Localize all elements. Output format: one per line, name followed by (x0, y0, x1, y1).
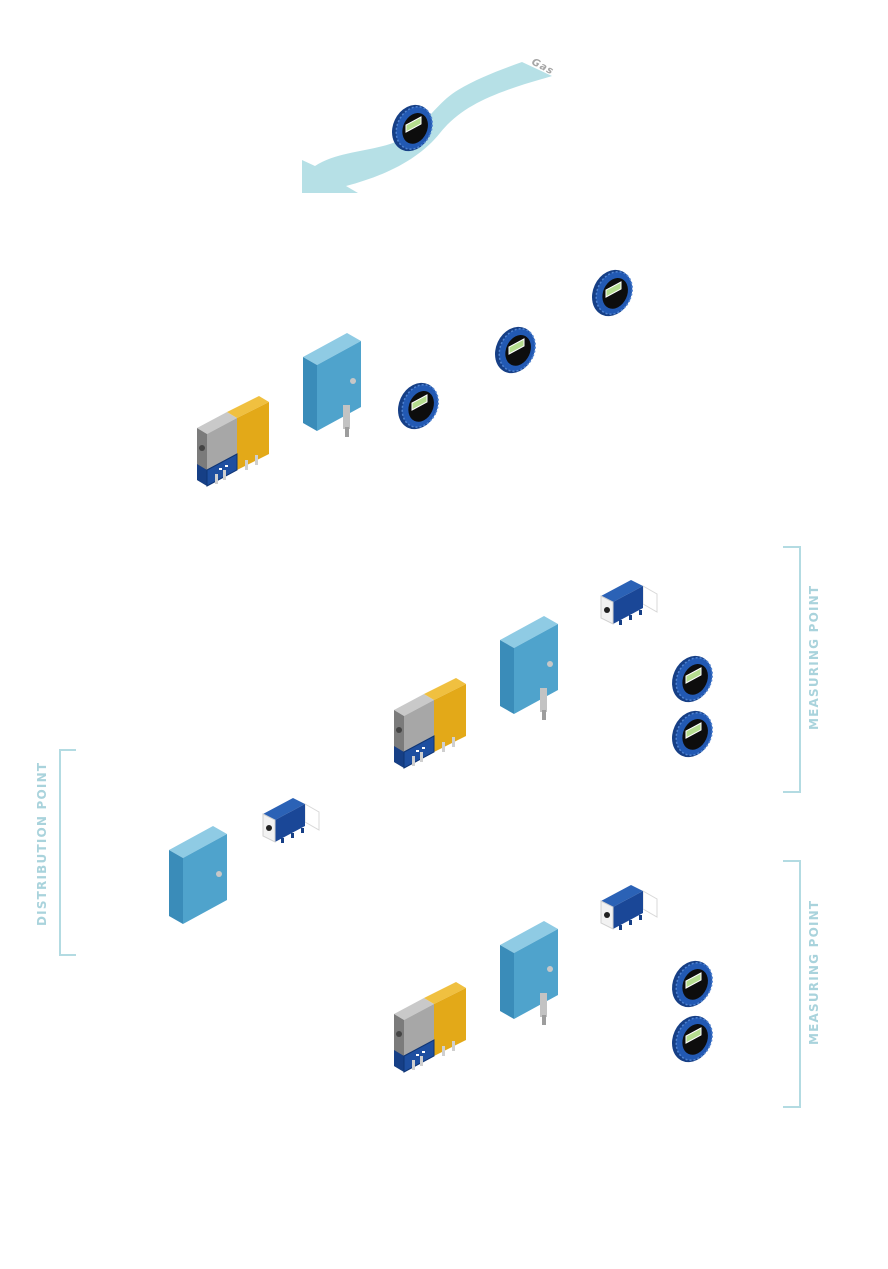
gateway-module-icon (196, 395, 270, 487)
measuring-point-bracket-2 (783, 860, 801, 1108)
measuring-point-bracket-1 (783, 546, 801, 793)
gas-meter-icon (663, 703, 721, 765)
gas-meter-icon (663, 1008, 721, 1070)
control-cabinet-icon (500, 921, 558, 1025)
gas-meter-icon (663, 953, 721, 1015)
distribution-point-label: DISTRIBUTION POINT (35, 761, 49, 926)
sensor-module-icon (600, 884, 658, 931)
control-cabinet-icon (303, 333, 361, 437)
measuring-point-label-1: MEASURING POINT (807, 584, 821, 730)
distribution-point-bracket (59, 749, 76, 956)
control-cabinet-icon (500, 616, 558, 720)
control-cabinet-icon (169, 826, 227, 924)
gas-meter-icon (583, 262, 641, 324)
measuring-point-label-2: MEASURING POINT (807, 899, 821, 1045)
sensor-module-icon (262, 797, 320, 844)
sensor-module-icon (600, 579, 658, 626)
gas-meter-icon (486, 319, 544, 381)
gateway-module-icon (393, 981, 467, 1073)
gas-meter-icon (389, 375, 447, 437)
gas-meter-icon (663, 648, 721, 710)
gateway-module-icon (393, 677, 467, 769)
